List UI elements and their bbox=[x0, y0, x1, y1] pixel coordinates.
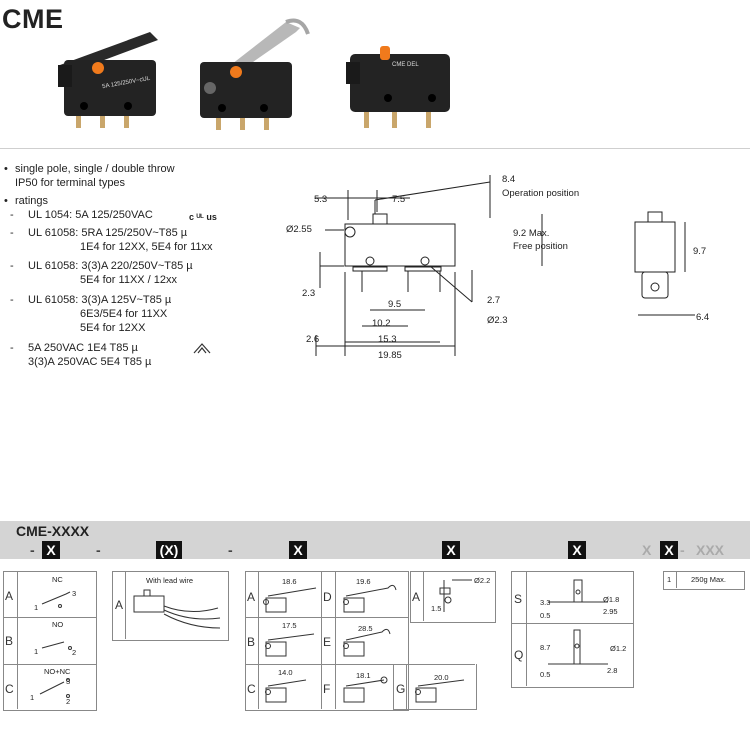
lead-wire-drawing bbox=[133, 589, 221, 629]
side-view-body bbox=[634, 221, 676, 273]
spec-ratings-label: • ratings bbox=[4, 195, 49, 207]
svg-text:5.3: 5.3 bbox=[314, 194, 327, 205]
table-contact bbox=[3, 571, 97, 711]
svg-text:9.5: 9.5 bbox=[388, 299, 401, 310]
selector-lead-wire[interactable]: (X) bbox=[156, 541, 182, 559]
bullet-icon: • bbox=[4, 195, 8, 207]
svg-text:Ø2.3: Ø2.3 bbox=[487, 315, 508, 326]
actuator-e-letter: E bbox=[323, 635, 332, 649]
terminal-s-letter: S bbox=[514, 592, 523, 606]
switch-roller-lever bbox=[200, 18, 310, 130]
terminal-q-letter: Q bbox=[514, 648, 524, 662]
table-roller bbox=[410, 571, 496, 623]
page-title: CME bbox=[2, 4, 64, 34]
product-photos bbox=[58, 18, 310, 130]
switch-plain-photo bbox=[346, 46, 450, 128]
actuator-c-letter: C bbox=[247, 682, 256, 696]
svg-text:2.3: 2.3 bbox=[302, 288, 315, 299]
bullet-icon: • bbox=[4, 163, 8, 175]
selector-roller[interactable]: X bbox=[442, 541, 460, 559]
contact-b-letter: B bbox=[5, 634, 14, 648]
contact-c-letter: C bbox=[5, 682, 14, 696]
rating-ul61058-c: - UL 61058: 3(3)A 125V~T85 µ 6E3/5E4 for… bbox=[10, 294, 172, 334]
selector-terminal[interactable]: X bbox=[568, 541, 586, 559]
contact-a-letter: A bbox=[5, 589, 14, 603]
switch-short-lever bbox=[58, 32, 158, 128]
code-dash: - bbox=[228, 542, 233, 558]
enec-logo-icon bbox=[193, 343, 211, 354]
actuator-outline bbox=[372, 213, 388, 225]
roller-drawing bbox=[439, 579, 472, 612]
spec-list: • single pole, single / double throw IP5… bbox=[4, 162, 274, 369]
svg-text:2.7: 2.7 bbox=[487, 295, 500, 306]
selector-grey-x: X bbox=[642, 542, 652, 558]
roller-letter: A bbox=[412, 590, 421, 604]
terminal-drawings bbox=[548, 579, 608, 665]
lead-wire-letter: A bbox=[115, 598, 124, 612]
ordering-code-band bbox=[0, 521, 750, 559]
actuator-b-letter: B bbox=[247, 635, 256, 649]
selector-actuator[interactable]: X bbox=[289, 541, 307, 559]
lead-wire-label: With lead wire bbox=[146, 576, 194, 585]
svg-text:9.2 Max.: 9.2 Max. bbox=[513, 228, 549, 239]
force-value: 250g Max. bbox=[691, 575, 727, 584]
contact-symbols bbox=[39, 591, 72, 698]
code-dash: - bbox=[30, 542, 35, 558]
table-lead-wire bbox=[112, 571, 229, 641]
rating-ul1054: - UL 1054: 5A 125/250VAC c ᵁᴸ us bbox=[10, 209, 217, 222]
selector-force[interactable]: X bbox=[660, 541, 678, 559]
photo-label-2: CME DEL bbox=[392, 62, 419, 68]
svg-text:15.3: 15.3 bbox=[378, 334, 397, 345]
actuator-a-letter: A bbox=[247, 590, 256, 604]
switch-body-outline bbox=[344, 223, 456, 267]
svg-text:8.4: 8.4 bbox=[502, 174, 515, 185]
svg-text:19.85: 19.85 bbox=[378, 350, 402, 361]
rating-enec: - 5A 250VAC 1E4 T85 µ 3(3)A 250VAC 5E4 T… bbox=[4, 341, 274, 369]
svg-text:2.6: 2.6 bbox=[306, 334, 319, 345]
table-force bbox=[663, 571, 745, 590]
actuator-d-letter: D bbox=[323, 590, 332, 604]
svg-text:Operation position: Operation position bbox=[502, 188, 579, 199]
actuator-f-letter: F bbox=[323, 682, 331, 696]
svg-text:Free position: Free position bbox=[513, 241, 568, 252]
code-dash: - bbox=[680, 542, 685, 558]
actuator-drawings bbox=[263, 584, 465, 703]
svg-text:7.5: 7.5 bbox=[392, 194, 405, 205]
table-terminal bbox=[511, 571, 634, 688]
divider bbox=[0, 148, 750, 149]
svg-text:Ø2.55: Ø2.55 bbox=[286, 224, 312, 235]
selector-contact[interactable]: X bbox=[42, 541, 60, 559]
force-index: 1 bbox=[667, 575, 672, 584]
actuator-g-letter: G bbox=[396, 682, 406, 696]
rating-ul61058-b: - UL 61058: 3(3)A 220/250V~T85 µ 5E4 for… bbox=[10, 260, 193, 286]
spec-feature: • single pole, single / double throw IP5… bbox=[4, 163, 175, 189]
ordering-code-title: CME-XXXX bbox=[16, 523, 90, 539]
svg-text:9.7: 9.7 bbox=[693, 246, 706, 257]
svg-text:6.4: 6.4 bbox=[696, 312, 709, 323]
selector-suffix: XXX bbox=[696, 542, 725, 558]
code-dash: - bbox=[96, 542, 101, 558]
svg-text:10.2: 10.2 bbox=[372, 318, 391, 329]
rating-ul61058-a: - UL 61058: 5RA 125/250V~T85 µ 1E4 for 1… bbox=[10, 227, 213, 253]
table-actuator-left bbox=[245, 571, 409, 711]
dimension-drawing: 8.4 Operation position 5.3 7.5 9.2 Max. … bbox=[286, 174, 709, 361]
ul-logo-icon: c ᵁᴸ us bbox=[189, 212, 217, 222]
